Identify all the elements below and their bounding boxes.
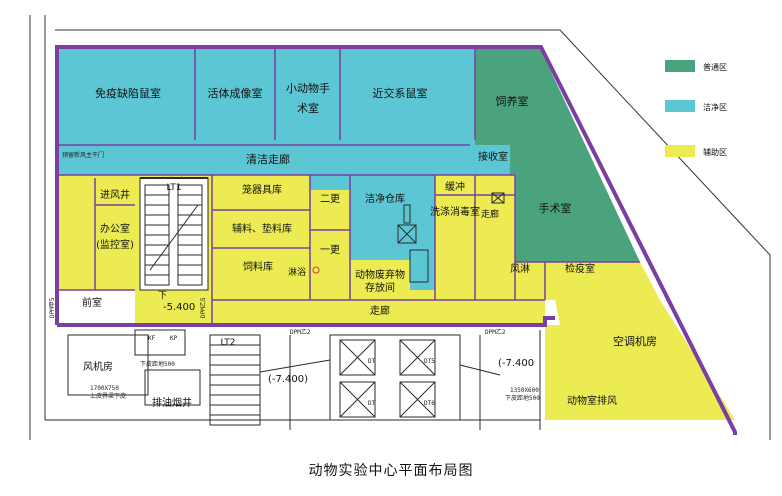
legend-swatch-ordinary xyxy=(665,60,695,72)
label-level-3: (-7.400 xyxy=(498,358,534,369)
barrier-zone-area xyxy=(475,48,640,262)
label-dt-2: DT xyxy=(368,400,376,407)
legend-swatch-clean xyxy=(665,100,695,112)
dim-1: 1700X750 xyxy=(90,385,119,392)
room-labels: 免疫缺陷鼠室 活体成像室 小动物手 术室 近交系鼠室 饲养室 清洁走廊 接收室 … xyxy=(82,81,657,409)
room-exhaust-well: 排油烟井 xyxy=(152,396,192,409)
room-first-change: 一更 xyxy=(320,244,340,256)
dpm-4: DPM乙2 xyxy=(485,329,506,336)
equipment-symbols xyxy=(312,192,505,283)
outer-wall xyxy=(55,45,737,435)
clean-zone-area xyxy=(58,48,510,290)
dim-2: 下皮距地500 xyxy=(140,360,175,368)
lobby-area xyxy=(58,290,135,325)
site-boundary-line xyxy=(55,29,771,440)
dpm-2: DPM乙5 xyxy=(200,297,207,318)
room-receiving: 接收室 xyxy=(478,150,508,163)
legend-label-aux: 辅助区 xyxy=(703,147,727,157)
label-level-2: (-7.400) xyxy=(268,374,308,385)
note-top: 预留新风主干门 xyxy=(62,151,104,159)
room-inbred-mouse: 近交系鼠室 xyxy=(373,86,428,100)
label-kf: KF xyxy=(148,335,156,342)
stair-lt1-area xyxy=(140,178,208,290)
room-immune-mouse: 免疫缺陷鼠室 xyxy=(95,86,161,100)
room-air-shower: 风淋 xyxy=(510,262,530,275)
label-down: 下 xyxy=(158,291,167,301)
room-ac-exhaust: 动物室排风 xyxy=(567,394,617,407)
annotations: LT1 LT2 下 -5.400 (-7.400) (-7.400 DT DT … xyxy=(49,151,540,407)
room-lobby: 前室 xyxy=(82,296,102,309)
lower-floor-lines xyxy=(45,329,541,430)
dpm-3: DPM乙2 xyxy=(290,329,311,336)
room-fan: 风机房 xyxy=(83,360,113,373)
label-dt-1: DT xyxy=(368,358,376,365)
room-washing: 洗涤消毒室 xyxy=(430,205,480,218)
label-kp: KP xyxy=(170,335,178,342)
interior-walls xyxy=(58,48,640,325)
room-cage-store: 笼器具库 xyxy=(242,183,282,196)
room-office: 办公室 xyxy=(100,222,130,235)
room-surgery: 手术室 xyxy=(539,201,572,215)
room-clean-store: 洁净仓库 xyxy=(365,192,405,205)
room-ac: 空调机房 xyxy=(613,334,657,348)
room-clean-corridor: 清洁走廊 xyxy=(246,152,290,166)
aux-zone-area-ac xyxy=(545,300,735,420)
dim-3: 1350X600 xyxy=(510,387,539,394)
dim-3b: 下皮距地500 xyxy=(505,394,540,402)
figure-caption: 动物实验中心平面布局图 xyxy=(308,463,474,479)
legend-label-clean: 洁净区 xyxy=(703,102,727,112)
label-lt2: LT2 xyxy=(221,338,236,348)
room-supplies: 辅料、垫料库 xyxy=(232,222,292,235)
legend: 普通区 洁净区 辅助区 xyxy=(665,60,727,157)
room-corridor: 走廊 xyxy=(370,304,390,317)
room-quarantine: 检疫室 xyxy=(565,262,595,275)
room-feed-store: 饲料库 xyxy=(243,260,273,273)
room-second-change: 二更 xyxy=(320,193,340,205)
room-small-surgery-2: 术室 xyxy=(297,101,319,115)
outer-wall xyxy=(57,316,555,327)
label-level-1: -5.400 xyxy=(163,302,195,313)
dim-1b: 上皮界梁下皮 xyxy=(90,392,126,400)
room-waste-2: 存放间 xyxy=(365,281,395,294)
room-breeding: 饲养室 xyxy=(496,94,529,108)
label-dt-3: DT5 xyxy=(424,358,435,365)
room-waste: 动物废弃物 xyxy=(355,268,405,281)
room-corridor-vertical: 走廊 xyxy=(481,208,499,220)
dpm-1: DPM甲5 xyxy=(49,297,56,318)
legend-label-ordinary: 普通区 xyxy=(703,62,727,72)
structural-lines xyxy=(139,177,209,291)
aux-zone-area-center xyxy=(212,175,660,325)
room-small-surgery: 小动物手 xyxy=(286,81,330,95)
room-buffer: 缓冲 xyxy=(445,180,465,193)
label-lt1: LT1 xyxy=(167,183,182,193)
label-dt-4: DT6 xyxy=(424,400,435,407)
room-shower: 淋浴 xyxy=(288,266,306,278)
floor-plan: 普通区 洁净区 辅助区 免疫缺陷鼠室 活体成像室 小动物手 术室 近交系鼠室 饲… xyxy=(29,15,771,440)
legend-swatch-aux xyxy=(665,145,695,157)
room-live-imaging: 活体成像室 xyxy=(208,86,263,100)
room-office-2: (监控室) xyxy=(96,238,134,251)
room-air-in-well: 进风井 xyxy=(100,188,130,201)
